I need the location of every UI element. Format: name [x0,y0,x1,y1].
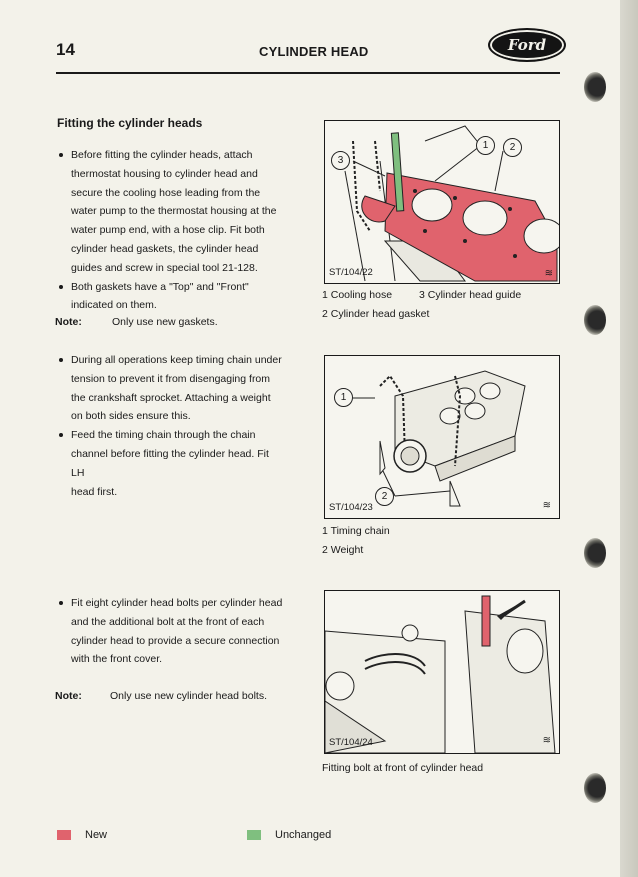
callout-3: 3 [331,151,350,170]
legend-unchanged-swatch [247,830,261,840]
figure-fitting-bolt: ST/104/24 ≋ [324,590,560,754]
list-item: Before fitting the cylinder heads, attac… [57,146,285,278]
callout-2: 2 [375,487,394,506]
ford-symbol-icon: ≋ [542,500,551,511]
bullet-list-2: During all operations keep timing chain … [57,351,285,501]
figure-2-caption-2: 2 Weight [322,544,364,556]
note-text: Only use new gaskets. [112,316,218,328]
figure-ref: ST/104/23 [329,502,373,513]
binder-hole [584,305,606,335]
binder-hole [584,72,606,102]
callout-2: 2 [503,138,522,157]
section-heading: Fitting the cylinder heads [57,116,203,130]
list-item: During all operations keep timing chain … [57,351,285,426]
figure-1-caption-3: 3 Cylinder head guide [419,289,522,301]
note-label: Note: [55,690,82,702]
header-rule [56,72,560,74]
figure-3-illustration [325,595,556,753]
bullet-list-3: Fit eight cylinder head bolts per cylind… [57,594,285,669]
figure-1-illustration [344,125,559,282]
figure-2-caption-1: 1 Timing chain [322,525,390,537]
list-item: Both gaskets have a "Top" and "Front" in… [57,278,285,316]
page-number: 14 [56,40,75,59]
legend-new: New [57,829,107,841]
binder-edge [620,0,638,877]
ford-symbol-icon: ≋ [542,735,551,746]
ford-logo: Ford [488,28,566,62]
figure-timing-chain: 1 2 ST/104/23 ≋ [324,355,560,519]
legend-unchanged: Unchanged [247,829,331,841]
note-gaskets: Note: Only use new gaskets. [55,316,218,328]
legend-unchanged-label: Unchanged [275,829,332,841]
figure-cylinder-head-gasket: 1 2 3 ST/104/22 ≋ [324,120,560,284]
note-text: Only use new cylinder head bolts. [110,690,268,702]
figure-ref: ST/104/22 [329,267,373,278]
list-item: Fit eight cylinder head bolts per cylind… [57,594,285,669]
legend-new-label: New [85,829,108,841]
binder-hole [584,773,606,803]
callout-1: 1 [334,388,353,407]
figure-1-caption-2: 2 Cylinder head gasket [322,308,430,320]
binder-hole [584,538,606,568]
manual-page: 14 CYLINDER HEAD Ford Fitting the cylind… [55,0,621,877]
legend-new-swatch [57,830,71,840]
ford-symbol-icon: ≋ [544,268,553,279]
bullet-list-1: Before fitting the cylinder heads, attac… [57,146,285,315]
callout-1: 1 [476,136,495,155]
logo-text: Ford [507,36,547,54]
note-label: Note: [55,316,82,328]
figure-ref: ST/104/24 [329,737,373,748]
figure-1-caption-1: 1 Cooling hose [322,289,393,301]
page-title: CYLINDER HEAD [259,44,369,59]
figure-3-caption: Fitting bolt at front of cylinder head [322,762,484,774]
list-item: Feed the timing chain through the chain … [57,426,285,501]
figure-2-illustration [353,370,526,507]
note-bolts: Note: Only use new cylinder head bolts. [55,690,267,702]
